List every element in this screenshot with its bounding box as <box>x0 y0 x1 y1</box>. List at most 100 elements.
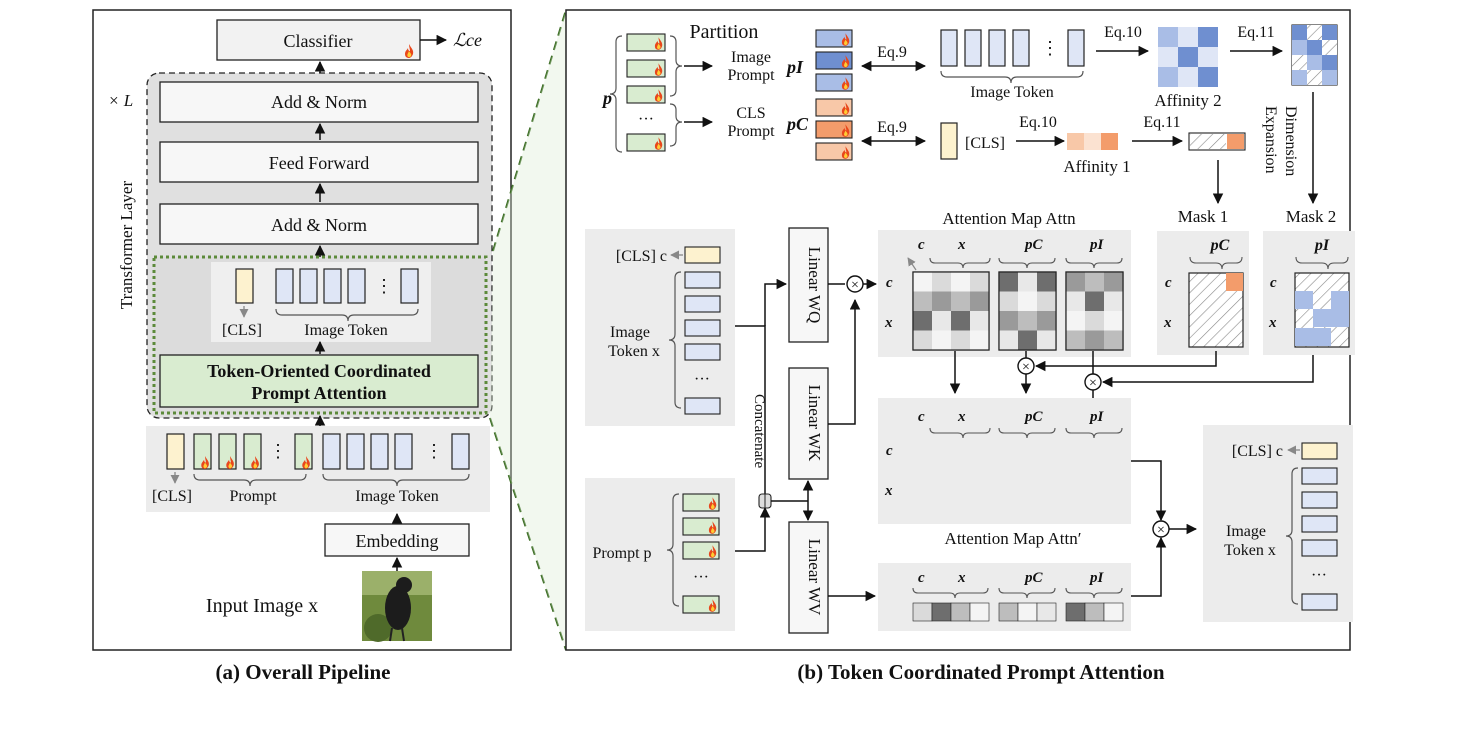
caption-a: (a) Overall Pipeline <box>215 660 391 684</box>
attn-cell <box>1066 330 1085 350</box>
c-label: c <box>918 409 925 425</box>
mask1-to-mult <box>1034 351 1217 372</box>
value-cell <box>950 602 971 622</box>
attn-cell <box>951 330 970 350</box>
mask2-cell <box>1295 328 1313 346</box>
image-token <box>451 433 470 470</box>
attn-grid-border <box>912 271 990 351</box>
brace <box>322 473 470 487</box>
brace <box>1189 256 1243 270</box>
image-token <box>1301 593 1338 611</box>
image-token <box>346 433 365 470</box>
add-norm-bottom-label: Add & Norm <box>271 215 367 235</box>
embedding-label: Embedding <box>356 531 439 551</box>
image-token <box>299 268 318 304</box>
attn-cell <box>1085 272 1104 292</box>
image-token <box>1301 467 1338 485</box>
attn-cell <box>1037 291 1056 311</box>
mask2-cell <box>1331 291 1349 309</box>
attn-cell <box>951 311 970 331</box>
attn-cell <box>970 330 989 350</box>
cls-token-label: [CLS] <box>965 135 1005 152</box>
attn-cell <box>951 291 970 311</box>
multiply-glyph: × <box>851 278 859 293</box>
brace <box>1285 467 1299 605</box>
brace <box>669 35 683 97</box>
input-image <box>362 571 432 642</box>
c-pointer <box>907 257 917 271</box>
repeat-label: × L <box>108 91 133 110</box>
image-token-label: Image Token <box>970 84 1053 101</box>
image-token-group: ⋮ <box>275 268 419 304</box>
brace <box>669 103 683 147</box>
attn-cell <box>1066 291 1085 311</box>
affinity2-cell <box>1158 67 1178 87</box>
c-label: c <box>918 570 925 586</box>
mask2-grid <box>1294 272 1350 348</box>
attn-cell <box>970 272 989 292</box>
linear-v-box <box>788 521 829 634</box>
c-label: c <box>918 237 925 253</box>
cls-token <box>940 122 958 160</box>
brace <box>929 257 991 269</box>
attn-cell <box>1104 272 1123 292</box>
affinity2-cell <box>1178 47 1198 67</box>
bird-body <box>385 586 411 630</box>
affinity2-cell <box>1158 47 1178 67</box>
ellipsis: ⋮ <box>425 441 443 461</box>
p-label: p <box>601 88 612 108</box>
mask2-to-mult <box>1101 355 1314 388</box>
partition-label: Partition <box>690 21 759 43</box>
image-token <box>684 343 721 361</box>
ellipsis: ⋮ <box>269 441 287 461</box>
brace <box>666 493 680 607</box>
attn-prime-to-mult <box>1131 460 1167 522</box>
bird-leg <box>389 627 393 642</box>
affinity1-row <box>1067 133 1118 150</box>
attn-map-label: Attention Map Attn <box>942 209 1076 228</box>
affinity1-cell <box>1067 133 1084 150</box>
add-norm-top-box <box>159 81 479 123</box>
attn-grid-border <box>1065 271 1124 351</box>
cls-token <box>684 246 721 264</box>
ellipsis: ⋮ <box>375 276 393 296</box>
zoom-line-top <box>492 9 567 252</box>
ellipsis: ··· <box>694 371 710 388</box>
image-token-label-2: Token x <box>608 343 660 360</box>
panel-a: Classifier ℒce × L Transformer Layer Add… <box>92 9 512 651</box>
brace <box>193 473 307 487</box>
mask1-unmasked-cell <box>1226 273 1243 291</box>
value-cell <box>912 602 933 622</box>
cls-prompt-stack <box>815 98 853 161</box>
affinity2-label: Affinity 2 <box>1154 91 1221 110</box>
affinity2-cell <box>1178 67 1198 87</box>
pi-label: pI <box>1088 570 1105 586</box>
brace <box>1295 256 1349 270</box>
attn-cell <box>913 291 932 311</box>
classifier-label: Classifier <box>284 31 353 51</box>
affinity2-cell <box>1198 27 1218 47</box>
eq10-label: Eq.10 <box>1104 24 1142 41</box>
brace <box>668 271 682 409</box>
image-token-group: ⋮ <box>940 29 1085 67</box>
mask2-cell <box>1295 291 1313 309</box>
multiply-glyph: × <box>1022 360 1030 375</box>
linear-k-box <box>788 367 829 480</box>
image-token-label-2: Token x <box>1224 542 1276 559</box>
k-line <box>828 298 861 425</box>
attn-cell <box>1037 330 1056 350</box>
value-cell <box>1017 602 1038 622</box>
add-norm-top-label: Add & Norm <box>271 92 367 112</box>
pc-label: pC <box>1023 409 1044 425</box>
mask2-cell <box>1331 309 1349 327</box>
value-cell <box>1065 602 1086 622</box>
c-label: c <box>886 443 893 459</box>
image-token <box>370 433 389 470</box>
attn-cell <box>1018 291 1037 311</box>
linear-q-box <box>788 227 829 343</box>
prompt-p-label: Prompt p <box>592 545 651 562</box>
attn-cell <box>1018 272 1037 292</box>
pi-label: pI <box>1313 237 1330 254</box>
pc-label: pC <box>1023 570 1044 586</box>
c-label: c <box>886 275 893 291</box>
